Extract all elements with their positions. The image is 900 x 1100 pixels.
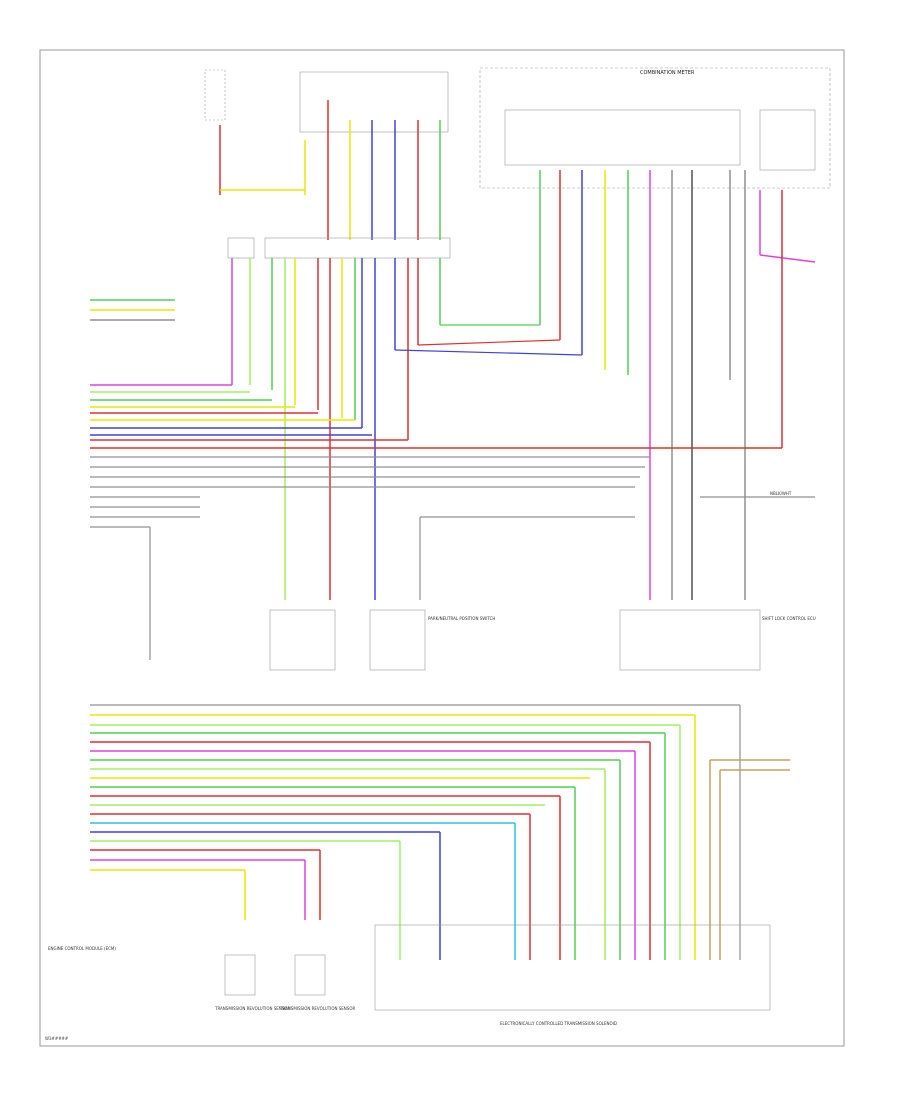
ecm-upper-pins — [90, 299, 815, 660]
top-connector-group — [204, 69, 306, 195]
shift-lock-label: SHIFT LOCK CONTROL ECU — [762, 616, 816, 621]
bottom-components: TRANSMISSION REVOLUTION SENSOR TRANSMISS… — [45, 924, 771, 1041]
middle-components: PARK/NEUTRAL POSITION SWITCH SHIFT LOCK … — [269, 491, 816, 671]
combination-meter-label: COMBINATION METER — [640, 70, 695, 76]
middle-connector-row — [227, 237, 583, 600]
junction-block — [299, 71, 449, 240]
combination-meter: COMBINATION METER — [479, 67, 831, 600]
ecm-label: ENGINE CONTROL MODULE (ECM) — [48, 946, 116, 951]
diagram-frame — [39, 49, 845, 1047]
tcm-label: ELECTRONICALLY CONTROLLED TRANSMISSION S… — [500, 1021, 617, 1026]
sensor-left-label: TRANSMISSION REVOLUTION SENSOR — [214, 1006, 290, 1011]
footer-code: W3##### — [45, 1036, 69, 1041]
right-wire-label: NBLK/WHT — [770, 491, 792, 496]
park-neutral-label: PARK/NEUTRAL POSITION SWITCH — [428, 616, 495, 621]
ecm-lower-pins — [90, 704, 790, 960]
sensor-right-label: TRANSMISSION REVOLUTION SENSOR — [279, 1006, 355, 1011]
